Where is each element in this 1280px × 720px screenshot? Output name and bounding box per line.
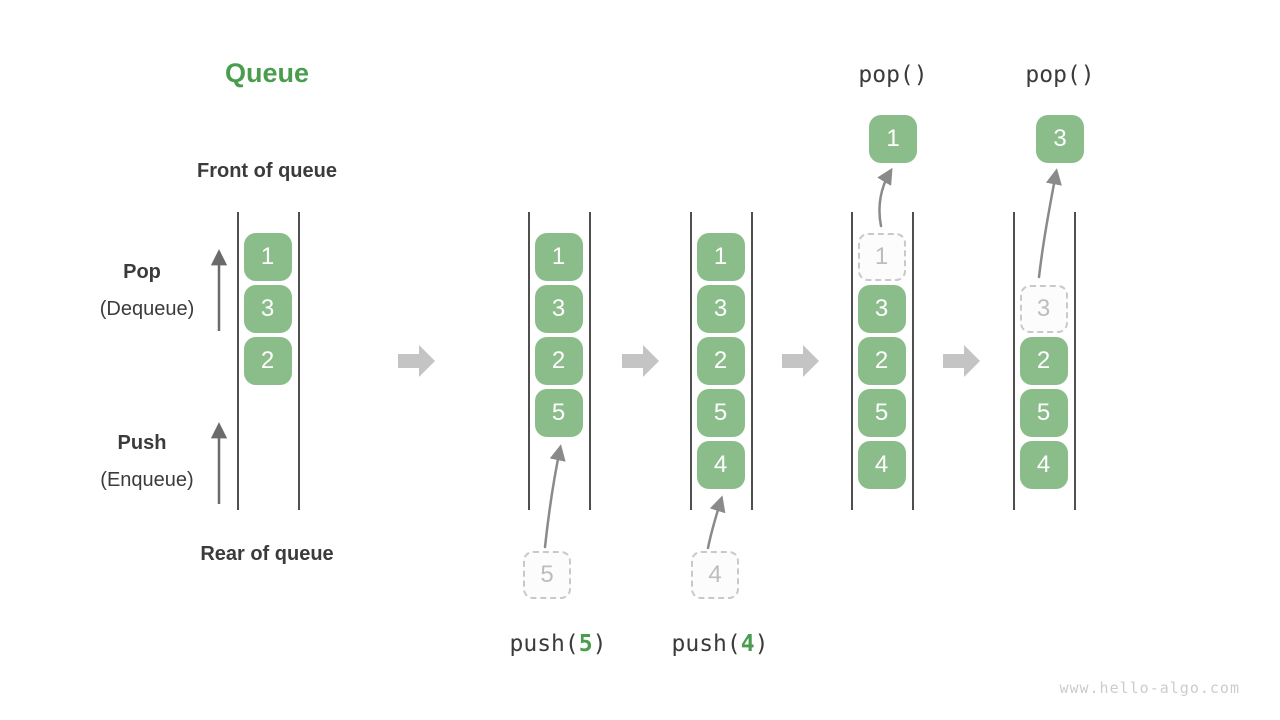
queue-item-box: 2 (1019, 337, 1068, 385)
queue-item-box: 5 (696, 389, 745, 437)
stage-transition-arrow (622, 345, 659, 377)
stage-transition-arrow (943, 345, 980, 377)
push-fn-text: push( (509, 631, 579, 657)
stage-transition-arrow (782, 345, 819, 377)
pending-item-box: 4 (691, 551, 739, 599)
stage-transition-arrow (398, 345, 435, 377)
queue-item-box: 3 (857, 285, 906, 333)
queue-wall (1074, 212, 1076, 510)
queue-wall (237, 212, 239, 510)
queue-wall (589, 212, 591, 510)
queue-item-box: 1 (243, 233, 292, 281)
front-of-queue-label: Front of queue (197, 160, 337, 182)
queue-item-box: 4 (857, 441, 906, 489)
diagram-title: Queue (224, 58, 310, 88)
queue-item-box: 3 (696, 285, 745, 333)
rear-of-queue-label: Rear of queue (200, 543, 334, 565)
dequeue-sublabel: (Dequeue) (99, 298, 195, 320)
queue-wall (298, 212, 300, 510)
queue-item-box: 4 (1019, 441, 1068, 489)
queue-wall (690, 212, 692, 510)
queue-item-box: 3 (534, 285, 583, 333)
queue-item-box: 5 (534, 389, 583, 437)
queue-wall (851, 212, 853, 510)
popped-item-box: 1 (869, 115, 917, 163)
queue-item-box: 1 (534, 233, 583, 281)
ghost-item-box: 1 (857, 233, 906, 281)
pending-item-box: 5 (523, 551, 571, 599)
queue-item-box: 1 (696, 233, 745, 281)
push-arg-text: 4 (740, 631, 755, 657)
queue-wall (1013, 212, 1015, 510)
pop-label: Pop (123, 261, 161, 283)
push-close-text: ) (754, 631, 769, 657)
push-call-label: push(5) (458, 631, 658, 657)
popped-item-box: 3 (1036, 115, 1084, 163)
enqueue-sublabel: (Enqueue) (100, 469, 194, 491)
push4-arrow (706, 495, 726, 550)
queue-item-box: 4 (696, 441, 745, 489)
push-arg-text: 5 (578, 631, 593, 657)
push-close-text: ) (592, 631, 607, 657)
queue-item-box: 2 (534, 337, 583, 385)
ghost-item-box: 3 (1019, 285, 1068, 333)
queue-item-box: 2 (696, 337, 745, 385)
queue-wall (528, 212, 530, 510)
queue-wall (751, 212, 753, 510)
push-fn-text: push( (671, 631, 741, 657)
queue-wall (912, 212, 914, 510)
queue-item-box: 3 (243, 285, 292, 333)
pop-call-label: pop() (858, 62, 928, 88)
pop1-arrow (877, 167, 893, 228)
queue-item-box: 2 (243, 337, 292, 385)
push5-arrow (543, 444, 566, 549)
queue-item-box: 2 (857, 337, 906, 385)
pop3-arrow (1037, 168, 1062, 279)
queue-item-box: 5 (1019, 389, 1068, 437)
push-call-label: push(4) (620, 631, 820, 657)
watermark: www.hello-algo.com (1059, 679, 1240, 697)
push-label: Push (117, 432, 167, 454)
queue-item-box: 5 (857, 389, 906, 437)
pop-call-label: pop() (1025, 62, 1095, 88)
